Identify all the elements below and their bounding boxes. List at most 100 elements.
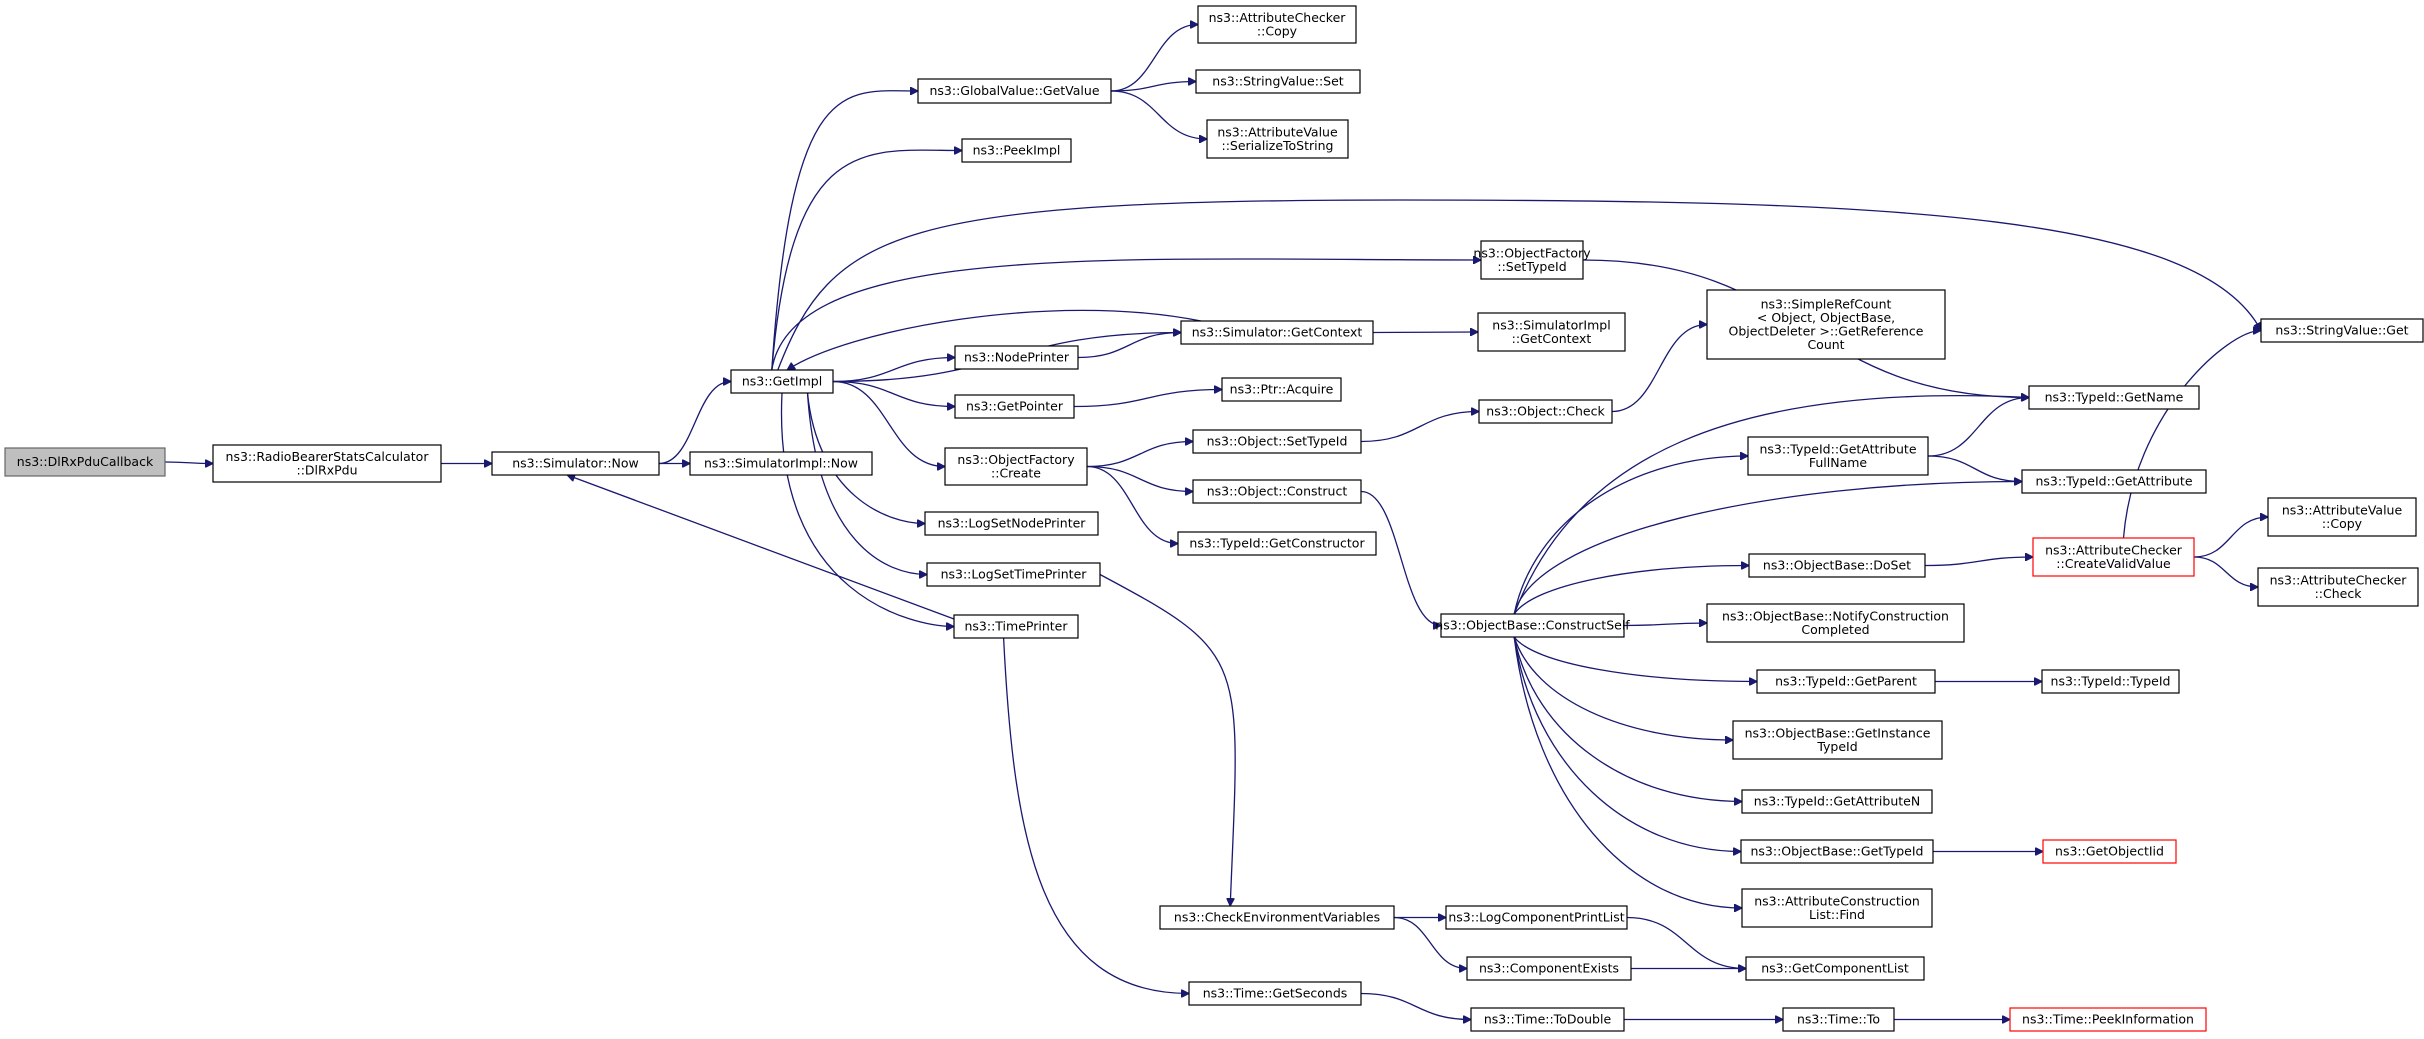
node-gvgetvalue[interactable]: ns3::GlobalValue::GetValue <box>917 78 1112 104</box>
node-compexists[interactable]: ns3::ComponentExists <box>1466 956 1632 981</box>
node-obconstructself[interactable]: ns3::ObjectBase::ConstructSelf <box>1435 613 1630 638</box>
node-label: ns3::Time::GetSeconds <box>1203 986 1348 1001</box>
node-box <box>1706 603 1965 643</box>
node-simimplgetctx[interactable]: ns3::SimulatorImpl::GetContext <box>1477 312 1626 352</box>
node-tidgetname[interactable]: ns3::TypeId::GetName <box>2028 385 2200 410</box>
node-box <box>2009 1007 2207 1032</box>
node-label: ns3::TypeId::GetAttribute <box>1759 441 1916 456</box>
node-logcompprint[interactable]: ns3::LogComponentPrintList <box>1445 905 1628 930</box>
node-rbsc[interactable]: ns3::RadioBearerStatsCalculator::DlRxPdu <box>212 444 442 483</box>
node-tidgetattr[interactable]: ns3::TypeId::GetAttribute <box>2021 469 2207 494</box>
node-svget[interactable]: ns3::StringValue::Get <box>2260 318 2424 343</box>
edge-getpointer-to-ptracquire <box>1073 390 1222 408</box>
node-label: ns3::SimpleRefCount <box>1761 296 1892 311</box>
node-accheck[interactable]: ns3::AttributeChecker::Check <box>2257 567 2419 607</box>
node-accopy[interactable]: ns3::AttributeChecker::Copy <box>1197 5 1357 44</box>
node-label: ::GetContext <box>1512 331 1592 346</box>
node-box <box>1706 289 1946 360</box>
node-objcheck[interactable]: ns3::Object::Check <box>1478 399 1613 424</box>
node-obdoset[interactable]: ns3::ObjectBase::DoSet <box>1748 553 1926 578</box>
node-label: ns3::TypeId::GetName <box>2045 390 2184 405</box>
node-timepeek[interactable]: ns3::Time::PeekInformation <box>2009 1007 2207 1032</box>
node-label: ::SerializeToString <box>1222 138 1334 153</box>
edge-getimpl-to-timeprinter <box>780 392 954 627</box>
node-box <box>1197 5 1357 44</box>
node-box <box>926 562 1101 587</box>
node-label: ns3::SimulatorImpl <box>1492 317 1610 332</box>
node-label: ns3::StringValue::Set <box>1212 74 1343 89</box>
node-box <box>1466 956 1632 981</box>
node-label: ns3::DlRxPduCallback <box>17 454 154 469</box>
node-ptracquire[interactable]: ns3::Ptr::Acquire <box>1221 377 1342 402</box>
edge-cb-to-rbsc <box>164 462 213 464</box>
node-avser[interactable]: ns3::AttributeValue::SerializeToString <box>1206 119 1349 159</box>
edge-obconstructself-to-obgetinst <box>1513 636 1733 740</box>
edge-ofcreate-to-tidgetctor <box>1086 465 1178 544</box>
node-label: ns3::Time::To <box>1797 1012 1880 1027</box>
node-objsettypeid[interactable]: ns3::Object::SetTypeId <box>1192 429 1362 454</box>
node-label: ns3::TypeId::GetAttributeN <box>1754 794 1920 809</box>
node-objconstruct[interactable]: ns3::Object::Construct <box>1192 479 1362 504</box>
node-checkenv[interactable]: ns3::CheckEnvironmentVariables <box>1159 905 1395 930</box>
node-tidgetattrn[interactable]: ns3::TypeId::GetAttributeN <box>1741 789 1933 814</box>
edge-objconstruct-to-obconstructself <box>1360 490 1441 626</box>
node-box <box>1480 240 1584 280</box>
node-getobjectiid[interactable]: ns3::GetObjectIid <box>2042 839 2177 864</box>
node-label: ns3::Object::Construct <box>1207 484 1348 499</box>
node-box <box>1177 531 1377 556</box>
node-svset[interactable]: ns3::StringValue::Set <box>1195 69 1361 94</box>
node-box <box>1180 320 1374 345</box>
node-label: ns3::Simulator::GetContext <box>1192 325 1363 340</box>
node-ofsettypeid[interactable]: ns3::ObjectFactory::SetTypeId <box>1473 240 1591 280</box>
node-box <box>1470 1007 1625 1032</box>
node-label: ns3::LogSetNodePrinter <box>938 516 1087 531</box>
node-simgetctx[interactable]: ns3::Simulator::GetContext <box>1180 320 1374 345</box>
edge-obconstructself-to-obdoset <box>1513 566 1749 615</box>
node-label: ns3::TimePrinter <box>965 619 1069 634</box>
node-cb[interactable]: ns3::DlRxPduCallback <box>4 447 166 477</box>
node-getpointer[interactable]: ns3::GetPointer <box>954 394 1075 419</box>
node-tidgetparent[interactable]: ns3::TypeId::GetParent <box>1756 669 1936 694</box>
node-simnow[interactable]: ns3::Simulator::Now <box>491 451 660 476</box>
edge-getimpl-to-peekimpl <box>771 150 962 371</box>
node-logsettime[interactable]: ns3::LogSetTimePrinter <box>926 562 1101 587</box>
node-accreatevalid[interactable]: ns3::AttributeChecker::CreateValidValue <box>2032 537 2195 577</box>
node-getimpl[interactable]: ns3::GetImpl <box>730 369 834 394</box>
node-nodeprinter[interactable]: ns3::NodePrinter <box>954 345 1079 370</box>
node-label: FullName <box>1809 455 1868 470</box>
edge-timeprinter-to-simnow <box>567 475 955 620</box>
node-logsetnode[interactable]: ns3::LogSetNodePrinter <box>924 511 1099 536</box>
edge-obconstructself-to-tidgetattrfull <box>1513 456 1748 615</box>
node-getcomplist[interactable]: ns3::GetComponentList <box>1745 956 1925 981</box>
node-ofcreate[interactable]: ns3::ObjectFactory::Create <box>944 447 1088 486</box>
node-timeprinter[interactable]: ns3::TimePrinter <box>953 614 1079 639</box>
node-box <box>953 614 1079 639</box>
node-label: Count <box>1807 337 1844 352</box>
node-tidgetctor[interactable]: ns3::TypeId::GetConstructor <box>1177 531 1377 556</box>
node-srcgetref[interactable]: ns3::SimpleRefCount< Object, ObjectBase,… <box>1706 289 1946 360</box>
edge-obconstructself-to-obgettypeid <box>1513 636 1741 852</box>
node-timetodouble[interactable]: ns3::Time::ToDouble <box>1470 1007 1625 1032</box>
node-label: ns3::AttributeValue <box>2282 502 2403 517</box>
edge-accreatevalid-to-svget <box>2122 331 2262 539</box>
node-peekimpl[interactable]: ns3::PeekImpl <box>961 138 1072 163</box>
node-label: ns3::ObjectBase::GetTypeId <box>1751 844 1924 859</box>
node-tidtypeid[interactable]: ns3::TypeId::TypeId <box>2041 669 2180 694</box>
edge-checkenv-to-compexists <box>1393 916 1467 969</box>
edge-tidgetattrfull-to-tidgetname <box>1927 398 2029 457</box>
node-label: ns3::AttributeChecker <box>2045 542 2183 557</box>
node-label: List::Find <box>1809 907 1865 922</box>
node-timegetsec[interactable]: ns3::Time::GetSeconds <box>1188 981 1362 1006</box>
node-simimplnow[interactable]: ns3::SimulatorImpl::Now <box>689 451 873 476</box>
node-avcopy[interactable]: ns3::AttributeValue::Copy <box>2267 497 2417 537</box>
node-obnotify[interactable]: ns3::ObjectBase::NotifyConstructionCompl… <box>1706 603 1965 643</box>
node-obgettypeid[interactable]: ns3::ObjectBase::GetTypeId <box>1740 839 1934 864</box>
node-box <box>2028 385 2200 410</box>
node-timeto[interactable]: ns3::Time::To <box>1782 1007 1895 1032</box>
node-label: ns3::AttributeChecker <box>1209 10 1347 25</box>
node-box <box>924 511 1099 536</box>
edge-obdoset-to-accreatevalid <box>1924 557 2033 567</box>
